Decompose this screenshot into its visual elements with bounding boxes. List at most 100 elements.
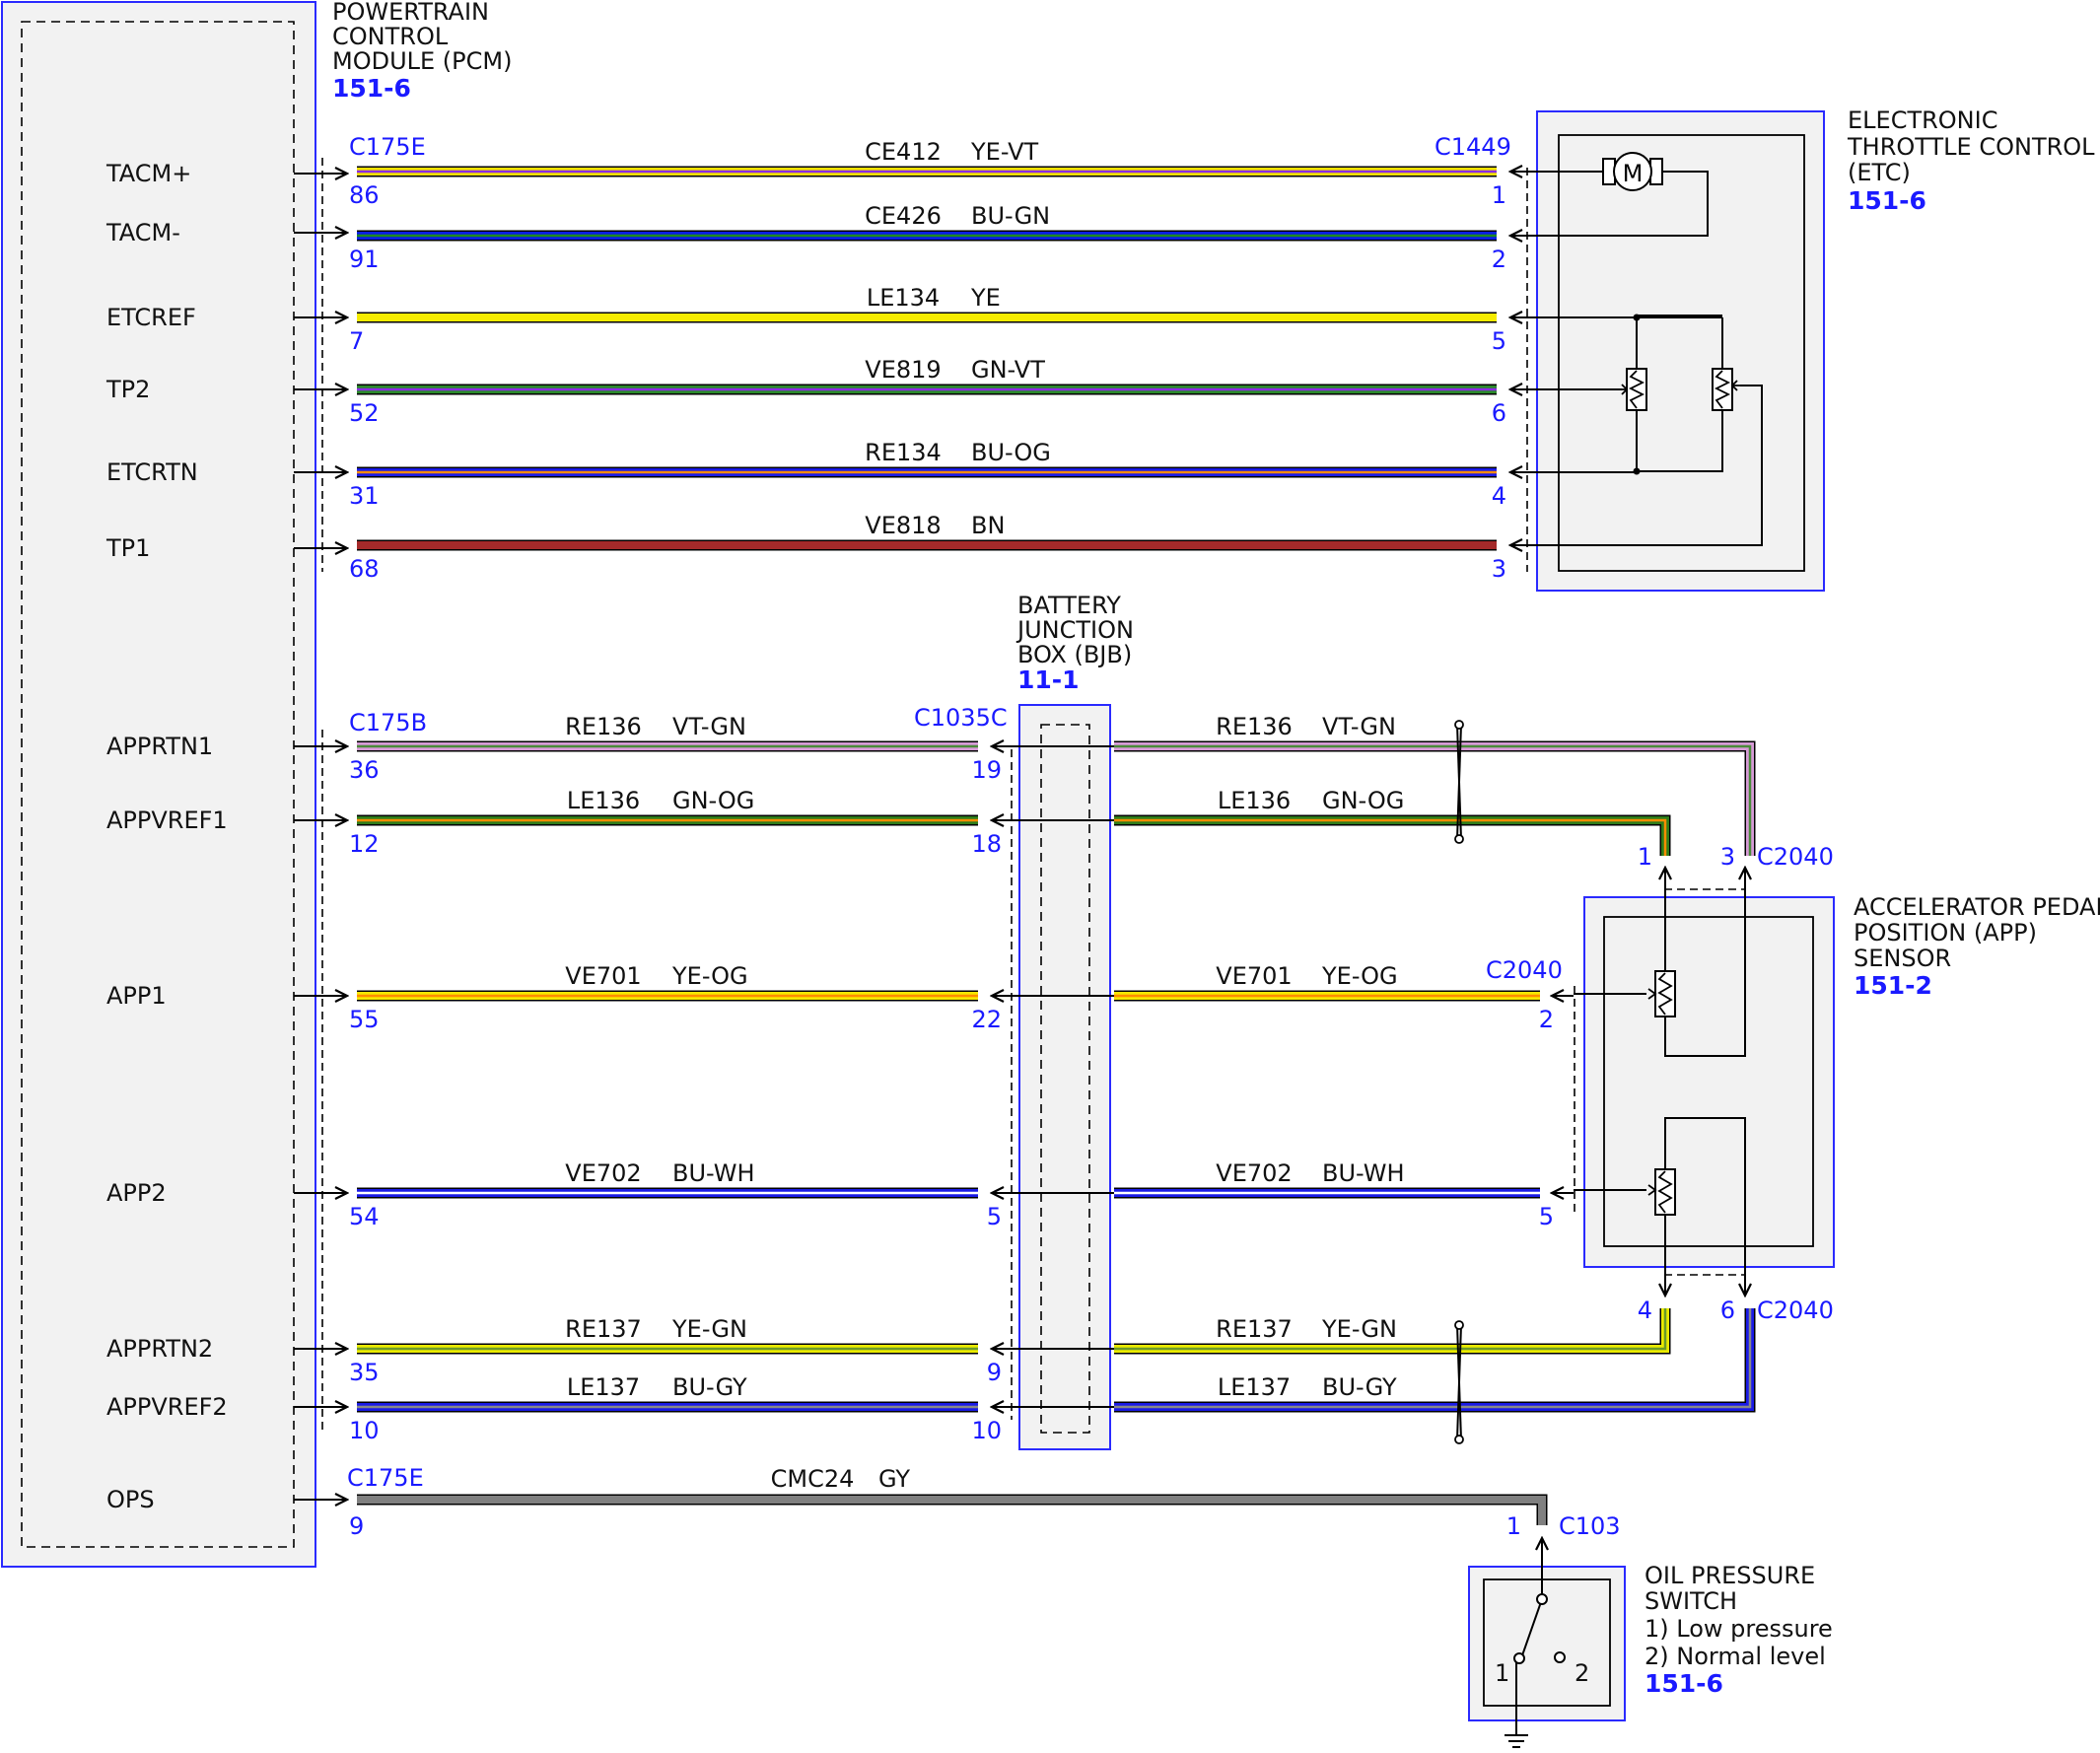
circuit-label: CE412 [865,138,942,166]
pcm-title-line-2: CONTROL [332,23,449,50]
circuit-label: LE137 [567,1373,640,1401]
wire-re137-sensor-side[interactable] [1114,1308,1671,1355]
app-sensor-module: ACCELERATOR PEDAL POSITION (APP) SENSOR … [1574,868,2100,1293]
connector-c2040-top: C2040 [1757,843,1834,871]
wire-le137-sensor-side[interactable] [1114,1308,1756,1413]
pcm-ref[interactable]: 151-6 [332,74,411,103]
etc-title-line-3: (ETC) [1848,159,1911,186]
bjb-title-line-3: BOX (BJB) [1017,641,1132,668]
etc-pin-number: 5 [1492,327,1506,355]
connector-c1449: C1449 [1435,133,1511,161]
pcm-pin-tacm-: TACM+ [105,160,191,187]
pcm-pin-tp2: TP2 [105,376,150,403]
switch-contact-1: 1 [1495,1659,1509,1687]
wire-cmc24[interactable] [357,1494,1548,1525]
bjb-pin-number: 10 [971,1417,1002,1444]
sensor-pin-number: 2 [1539,1006,1554,1033]
wire-le136-sensor-side[interactable] [1114,814,1671,856]
sensor-pin-number: 6 [1720,1297,1735,1324]
pcm-pin-app2: APP2 [106,1179,167,1207]
etc-module: M ELECTRONIC THROTTLE [1521,106,2095,592]
circuit-label: VE818 [865,512,941,539]
etc-pin-number: 3 [1492,555,1506,583]
pcm-pin-labels: TACM+TACM-ETCREFTP2ETCRTNTP1APPRTN1APPVR… [105,160,228,1513]
bjb-ref[interactable]: 11-1 [1017,666,1080,694]
tp-potentiometers [1620,368,1740,411]
bjb-title-line-1: BATTERY [1017,592,1121,619]
bjb-pin-number: 22 [971,1006,1002,1033]
etc-pin-number: 2 [1492,245,1506,273]
oil-pressure-switch: 1 2 OIL PRESSURE SWITCH 1) Low pressure … [1468,1562,1833,1748]
pcm-pin-etcrtn: ETCRTN [106,458,198,486]
bjb-pin-number: 9 [987,1359,1002,1386]
motor-symbol: M [1602,152,1663,191]
connector-c175e-top: C175E [349,133,426,161]
etc-pin-number: 6 [1492,399,1506,427]
color-code-label: YE-OG [671,962,748,990]
pcm-pin-tacm-: TACM- [105,219,180,246]
connector-c2040-bottom: C2040 [1757,1297,1834,1324]
etc-ref[interactable]: 151-6 [1848,186,1926,215]
app-title-line-2: POSITION (APP) [1854,919,2037,947]
pcm-pin-number: 35 [349,1359,380,1386]
circuit-label: VE701 [565,962,641,990]
ops-title-line-2: SWITCH [1645,1587,1737,1615]
app-potentiometers [1647,970,1676,1216]
pcm-pin-number: 36 [349,756,380,784]
color-code-label: BU-GN [971,202,1050,230]
etc-title-line-2: THROTTLE CONTROL [1847,133,2095,161]
pcm-pin-number: 12 [349,830,380,858]
connector-c103: C103 [1559,1512,1621,1540]
color-code-label: VT-GN [1322,713,1396,740]
connector-c175b: C175B [349,709,427,736]
bjb-title-line-2: JUNCTION [1015,616,1134,644]
color-code-label: VT-GN [672,713,746,740]
sensor-pin-number: 5 [1539,1203,1554,1230]
pcm-pin-apprtn2: APPRTN2 [106,1335,213,1363]
pcm-pin-number: 9 [349,1512,364,1540]
bjb-pin-number: 5 [987,1203,1002,1230]
color-code-label: YE-GN [671,1315,747,1343]
bjb-module: BATTERY JUNCTION BOX (BJB) 11-1 [1011,592,1134,1450]
circuit-label: VE702 [565,1159,641,1187]
pcm-pin-number: 7 [349,327,364,355]
etc-pin-number: 1 [1492,181,1506,209]
color-code-label: BU-GY [672,1373,747,1401]
color-code-label: GN-OG [1322,787,1404,814]
color-code-label: YE [970,284,1001,312]
wire-re136-sensor-side[interactable] [1114,740,1756,856]
etc-title-line-1: ELECTRONIC [1848,106,1997,134]
pcm-title-line-1: POWERTRAIN [332,0,489,26]
pcm-pin-number: 86 [349,181,380,209]
circuit-label: RE134 [865,439,942,466]
pcm-pin-number: 10 [349,1417,380,1444]
sensor-pin-number: 4 [1638,1297,1652,1324]
pcm-pin-etcref: ETCREF [106,304,196,331]
pcm-pin-ops: OPS [106,1486,155,1513]
color-code-label: GY [878,1465,910,1493]
pcm-pin-tp1: TP1 [105,534,150,562]
twisted-pair-marker [1454,720,1464,844]
bjb-pin-number: 18 [971,830,1002,858]
ops-ref[interactable]: 151-6 [1645,1669,1723,1698]
circuit-label: VE702 [1216,1159,1292,1187]
pcm-pin-number: 68 [349,555,380,583]
app-title-line-3: SENSOR [1854,945,1951,972]
app-ref[interactable]: 151-2 [1854,971,1932,1000]
pcm-pin-number: 91 [349,245,380,273]
pcm-pin-number: 52 [349,399,380,427]
pcm-pin-app1: APP1 [106,982,167,1010]
color-code-label: YE-OG [1321,962,1398,990]
circuit-label: CE426 [865,202,942,230]
color-code-label: BU-OG [971,439,1051,466]
color-code-label: BU-WH [1322,1159,1405,1187]
twisted-pair-marker [1454,1320,1464,1444]
color-code-label: GN-VT [971,356,1045,384]
connector-c1035c: C1035C [914,704,1008,732]
sensor-pin-number: 1 [1638,843,1652,871]
circuit-label: LE137 [1218,1373,1291,1401]
motor-label: M [1623,160,1644,187]
